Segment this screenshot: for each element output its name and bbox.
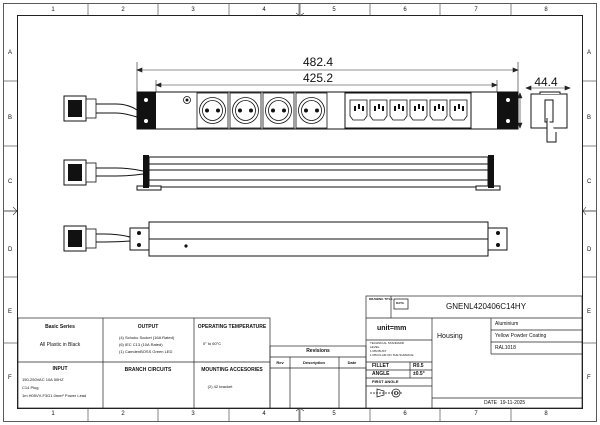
grid-col-label: 4 bbox=[262, 411, 266, 417]
grid-col-label: 8 bbox=[544, 7, 548, 13]
grid-col-label: 5 bbox=[332, 7, 336, 13]
grid-col-label: 1 bbox=[51, 7, 55, 13]
finish: Yellow Powder Coating bbox=[495, 333, 547, 339]
tech-standard-line: 1 MM BUST bbox=[370, 349, 387, 353]
branch-circuits-label: BRANCH CIRCUITS bbox=[124, 367, 172, 373]
output-line: (6) IEC C13 (10A Rated) bbox=[119, 342, 163, 347]
color-code: RAL1018 bbox=[495, 345, 516, 351]
first-angle-label: FIRST ANGLE bbox=[372, 379, 399, 384]
grid-row-label: F bbox=[8, 375, 12, 381]
tech-standard-line: LEVEL bbox=[370, 345, 380, 349]
grid-col-label: 5 bbox=[332, 411, 336, 417]
revisions-title: Revisions bbox=[306, 348, 330, 354]
grid-col-label: 2 bbox=[121, 411, 125, 417]
grid-row-label: C bbox=[587, 179, 592, 185]
angle-label: ANGLE bbox=[372, 371, 390, 377]
body-length-dimension: 425.2 bbox=[302, 71, 334, 85]
grid-row-label: C bbox=[8, 179, 13, 185]
company-logo: DATA bbox=[396, 301, 404, 305]
material: Aluminium bbox=[495, 321, 519, 327]
series-value: All Plastic in Black bbox=[39, 342, 81, 348]
mounting-label: MOUNTING ACCESORIES bbox=[201, 367, 263, 373]
grid-row-label: A bbox=[8, 50, 13, 56]
grid-row-label: A bbox=[587, 50, 592, 56]
tech-standard-line: TECHNICAL STANDARD bbox=[370, 341, 405, 345]
grid-col-label: 1 bbox=[51, 411, 55, 417]
mounting-value: (2) 42 bracket bbox=[207, 384, 233, 389]
grid-row-label: B bbox=[587, 115, 592, 121]
grid-row-label: D bbox=[8, 247, 13, 253]
operating-temp-label: OPERATING TEMPERATURE bbox=[197, 324, 267, 330]
output-line: (4) Schuko Socket (16A Rated) bbox=[119, 335, 175, 340]
grid-row-label: E bbox=[587, 309, 592, 315]
output-line: (1) CamdenBOSS Green LED bbox=[119, 349, 173, 354]
angle-value: ±0.5° bbox=[413, 371, 425, 377]
grid-row-label: B bbox=[8, 115, 13, 121]
grid-row-label: D bbox=[587, 247, 592, 253]
revisions-header-date: Date bbox=[347, 360, 357, 365]
grid-col-label: 6 bbox=[403, 7, 407, 13]
input-line: 1m H05VV-F3G1.0mm² Power Lead bbox=[22, 393, 87, 398]
grid-col-label: 4 bbox=[262, 7, 266, 13]
part-number: GNENL420406C14HY bbox=[445, 302, 527, 311]
output-label: OUTPUT bbox=[137, 324, 159, 330]
part-name: Housing bbox=[437, 333, 463, 340]
grid-col-label: 7 bbox=[474, 411, 478, 417]
input-label: INPUT bbox=[52, 366, 68, 372]
date-value: 19-11-2025 bbox=[500, 400, 526, 406]
grid-col-label: 3 bbox=[191, 7, 195, 13]
grid-row-label: F bbox=[587, 375, 591, 381]
fillet-value: R0.5 bbox=[413, 363, 424, 369]
grid-row-label: E bbox=[8, 309, 13, 315]
revisions-header-description: Description bbox=[302, 360, 326, 365]
series-label: Basic Series bbox=[45, 324, 75, 330]
drawing-title-label: DRAWING TITLE bbox=[369, 297, 393, 301]
fillet-label: FILLET bbox=[372, 363, 389, 369]
input-line: 150-250VAC 10A 50HZ bbox=[22, 377, 64, 382]
width-dimension: 44.4 bbox=[534, 75, 558, 89]
grid-col-label: 6 bbox=[403, 411, 407, 417]
tech-standard-line: 1 MM FLAM ON THE SURFACE bbox=[370, 353, 414, 357]
grid-col-label: 2 bbox=[121, 7, 125, 13]
height-dimension: 44 bbox=[506, 103, 518, 116]
date-label: DATE bbox=[484, 400, 497, 406]
grid-col-label: 7 bbox=[474, 7, 478, 13]
grid-col-label: 3 bbox=[191, 411, 195, 417]
revisions-header-rev: Rev bbox=[276, 360, 284, 365]
input-line: C14 Plug bbox=[22, 385, 39, 390]
operating-temp-value: 0° to 60°C bbox=[202, 341, 222, 346]
overall-length-dimension: 482.4 bbox=[302, 55, 334, 69]
unit-label: unit=mm bbox=[377, 325, 407, 332]
grid-col-label: 8 bbox=[544, 411, 548, 417]
